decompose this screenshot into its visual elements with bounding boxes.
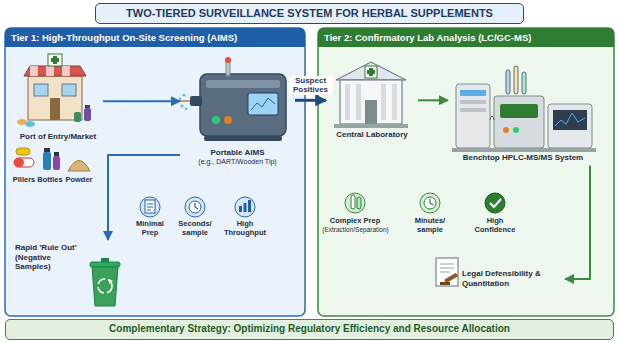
feature-label: Seconds/ sample (177, 220, 213, 237)
flow-arrow (295, 99, 326, 102)
flow-arrow (565, 166, 590, 279)
node-subtext: (e.g., DART/Wooden Tip) (198, 158, 276, 166)
tier-panel: Tier 1: High-Throughput On-Site Screenin… (5, 28, 305, 316)
feature-label: Powder (64, 176, 94, 185)
feature-label: Minimal Prep (132, 220, 168, 237)
legal-box: Legal Defensibility & Quantitation (430, 248, 565, 310)
tier-panel: Tier 2: Confirmatory Lab Analysis (LC/GC… (318, 28, 614, 316)
feature-label: High Throughput (222, 220, 268, 237)
feature-label: Bottles (36, 176, 64, 185)
lab-icon: Central Laboratory (326, 52, 418, 143)
title-banner: TWO-TIERED SURVEILLANCE SYSTEM FOR HERBA… (95, 3, 524, 24)
node-text: Portable AIMS (211, 148, 265, 158)
feature-label: High Confidence (470, 217, 520, 234)
caption-banner: Complementary Strategy: Optimizing Regul… (5, 319, 614, 340)
node-text: Rapid 'Rule Out' (Negative Samples) (15, 243, 87, 272)
edge-label: Suspect Positives (289, 76, 333, 96)
flow-arrow (103, 100, 180, 102)
flow-arrow (418, 99, 448, 101)
instrument-icon: Benchtop HPLC-MS/MS System (448, 58, 598, 166)
node-text: Tier 1: High-Throughput On-Site Screenin… (5, 28, 305, 47)
feature-label: Complex Prep (325, 217, 385, 226)
feature-label: Minutes/ sample (410, 217, 450, 234)
node-text: Tier 2: Confirmatory Lab Analysis (LC/GC… (318, 28, 614, 47)
feature-label: Pillers (10, 176, 38, 185)
node-text: Legal Defensibility & Quantitation (462, 269, 562, 288)
feature-label: (Extraction/Separation) (318, 226, 393, 233)
node-text: Benchtop HPLC-MS/MS System (463, 153, 583, 163)
market-icon: Port of Entry/Market (13, 52, 103, 145)
node-text: Port of Entry/Market (20, 132, 96, 142)
rule-out-box: Rapid 'Rule Out' (Negative Samples) (12, 240, 132, 312)
node-text: Central Laboratory (336, 130, 408, 140)
device-icon: Portable AIMS(e.g., DART/Wooden Tip) (180, 58, 295, 169)
flow-arrow (108, 155, 180, 240)
